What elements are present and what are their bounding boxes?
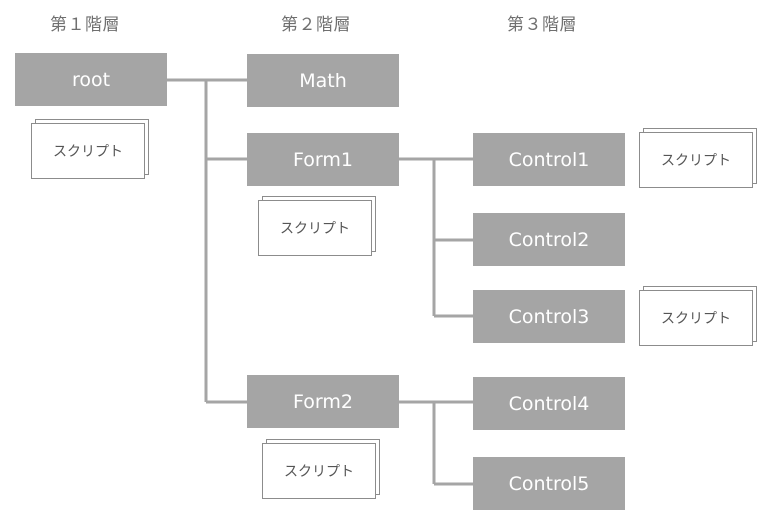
node-control3: Control3: [473, 290, 625, 343]
script-label: スクリプト: [639, 132, 753, 188]
script-form2: スクリプト: [262, 439, 380, 499]
node-control1: Control1: [473, 133, 625, 186]
script-label: スクリプト: [258, 200, 372, 256]
node-form1: Form1: [247, 133, 399, 186]
script-label: スクリプト: [31, 123, 145, 179]
node-control2: Control2: [473, 213, 625, 266]
node-control5: Control5: [473, 457, 625, 510]
node-control4: Control4: [473, 377, 625, 430]
script-root: スクリプト: [31, 119, 149, 179]
script-control3: スクリプト: [639, 286, 757, 346]
level-3-header: 第３階層: [507, 15, 577, 35]
node-form2: Form2: [247, 375, 399, 428]
script-control1: スクリプト: [639, 128, 757, 188]
level-1-header: 第１階層: [50, 15, 120, 35]
script-label: スクリプト: [639, 290, 753, 346]
script-label: スクリプト: [262, 443, 376, 499]
node-math: Math: [247, 54, 399, 107]
script-form1: スクリプト: [258, 196, 376, 256]
level-2-header: 第２階層: [281, 15, 351, 35]
node-root: root: [15, 53, 167, 106]
